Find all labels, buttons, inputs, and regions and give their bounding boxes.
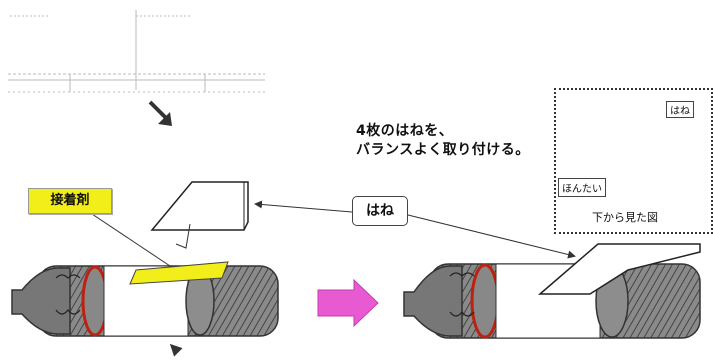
wing-plate-right [537, 243, 701, 295]
red-band-left [81, 265, 109, 337]
down-right-arrow-icon [148, 100, 172, 126]
bottle-left [11, 261, 279, 337]
instruction-line-2: バランスよく取り付ける。 [356, 142, 530, 158]
red-band-right [470, 263, 500, 339]
bottom-pointer-arrow [169, 343, 183, 357]
bottle-right [403, 263, 701, 339]
inset-caption: 下から見た図 [592, 211, 658, 224]
inset-body-label: ほんたい [558, 178, 606, 197]
wing-pointer-left [254, 200, 353, 213]
adhesive-leader-line [85, 209, 171, 267]
adhesive-strip [129, 261, 229, 285]
inset-wing-label: はね [666, 101, 694, 118]
wing-label: はね [352, 196, 408, 226]
pointer-arrow-icon [175, 223, 191, 249]
instruction-text: 4枚のはねを、 バランスよく取り付ける。 [356, 122, 530, 160]
wing-pointer-right [403, 213, 576, 259]
wing-plate-left [150, 181, 249, 231]
pink-right-arrow-icon [317, 278, 379, 328]
faded-previous-figure [8, 10, 265, 93]
adhesive-label: 接着剤 [28, 188, 112, 214]
instruction-line-1: 4枚のはねを、 [356, 123, 454, 139]
